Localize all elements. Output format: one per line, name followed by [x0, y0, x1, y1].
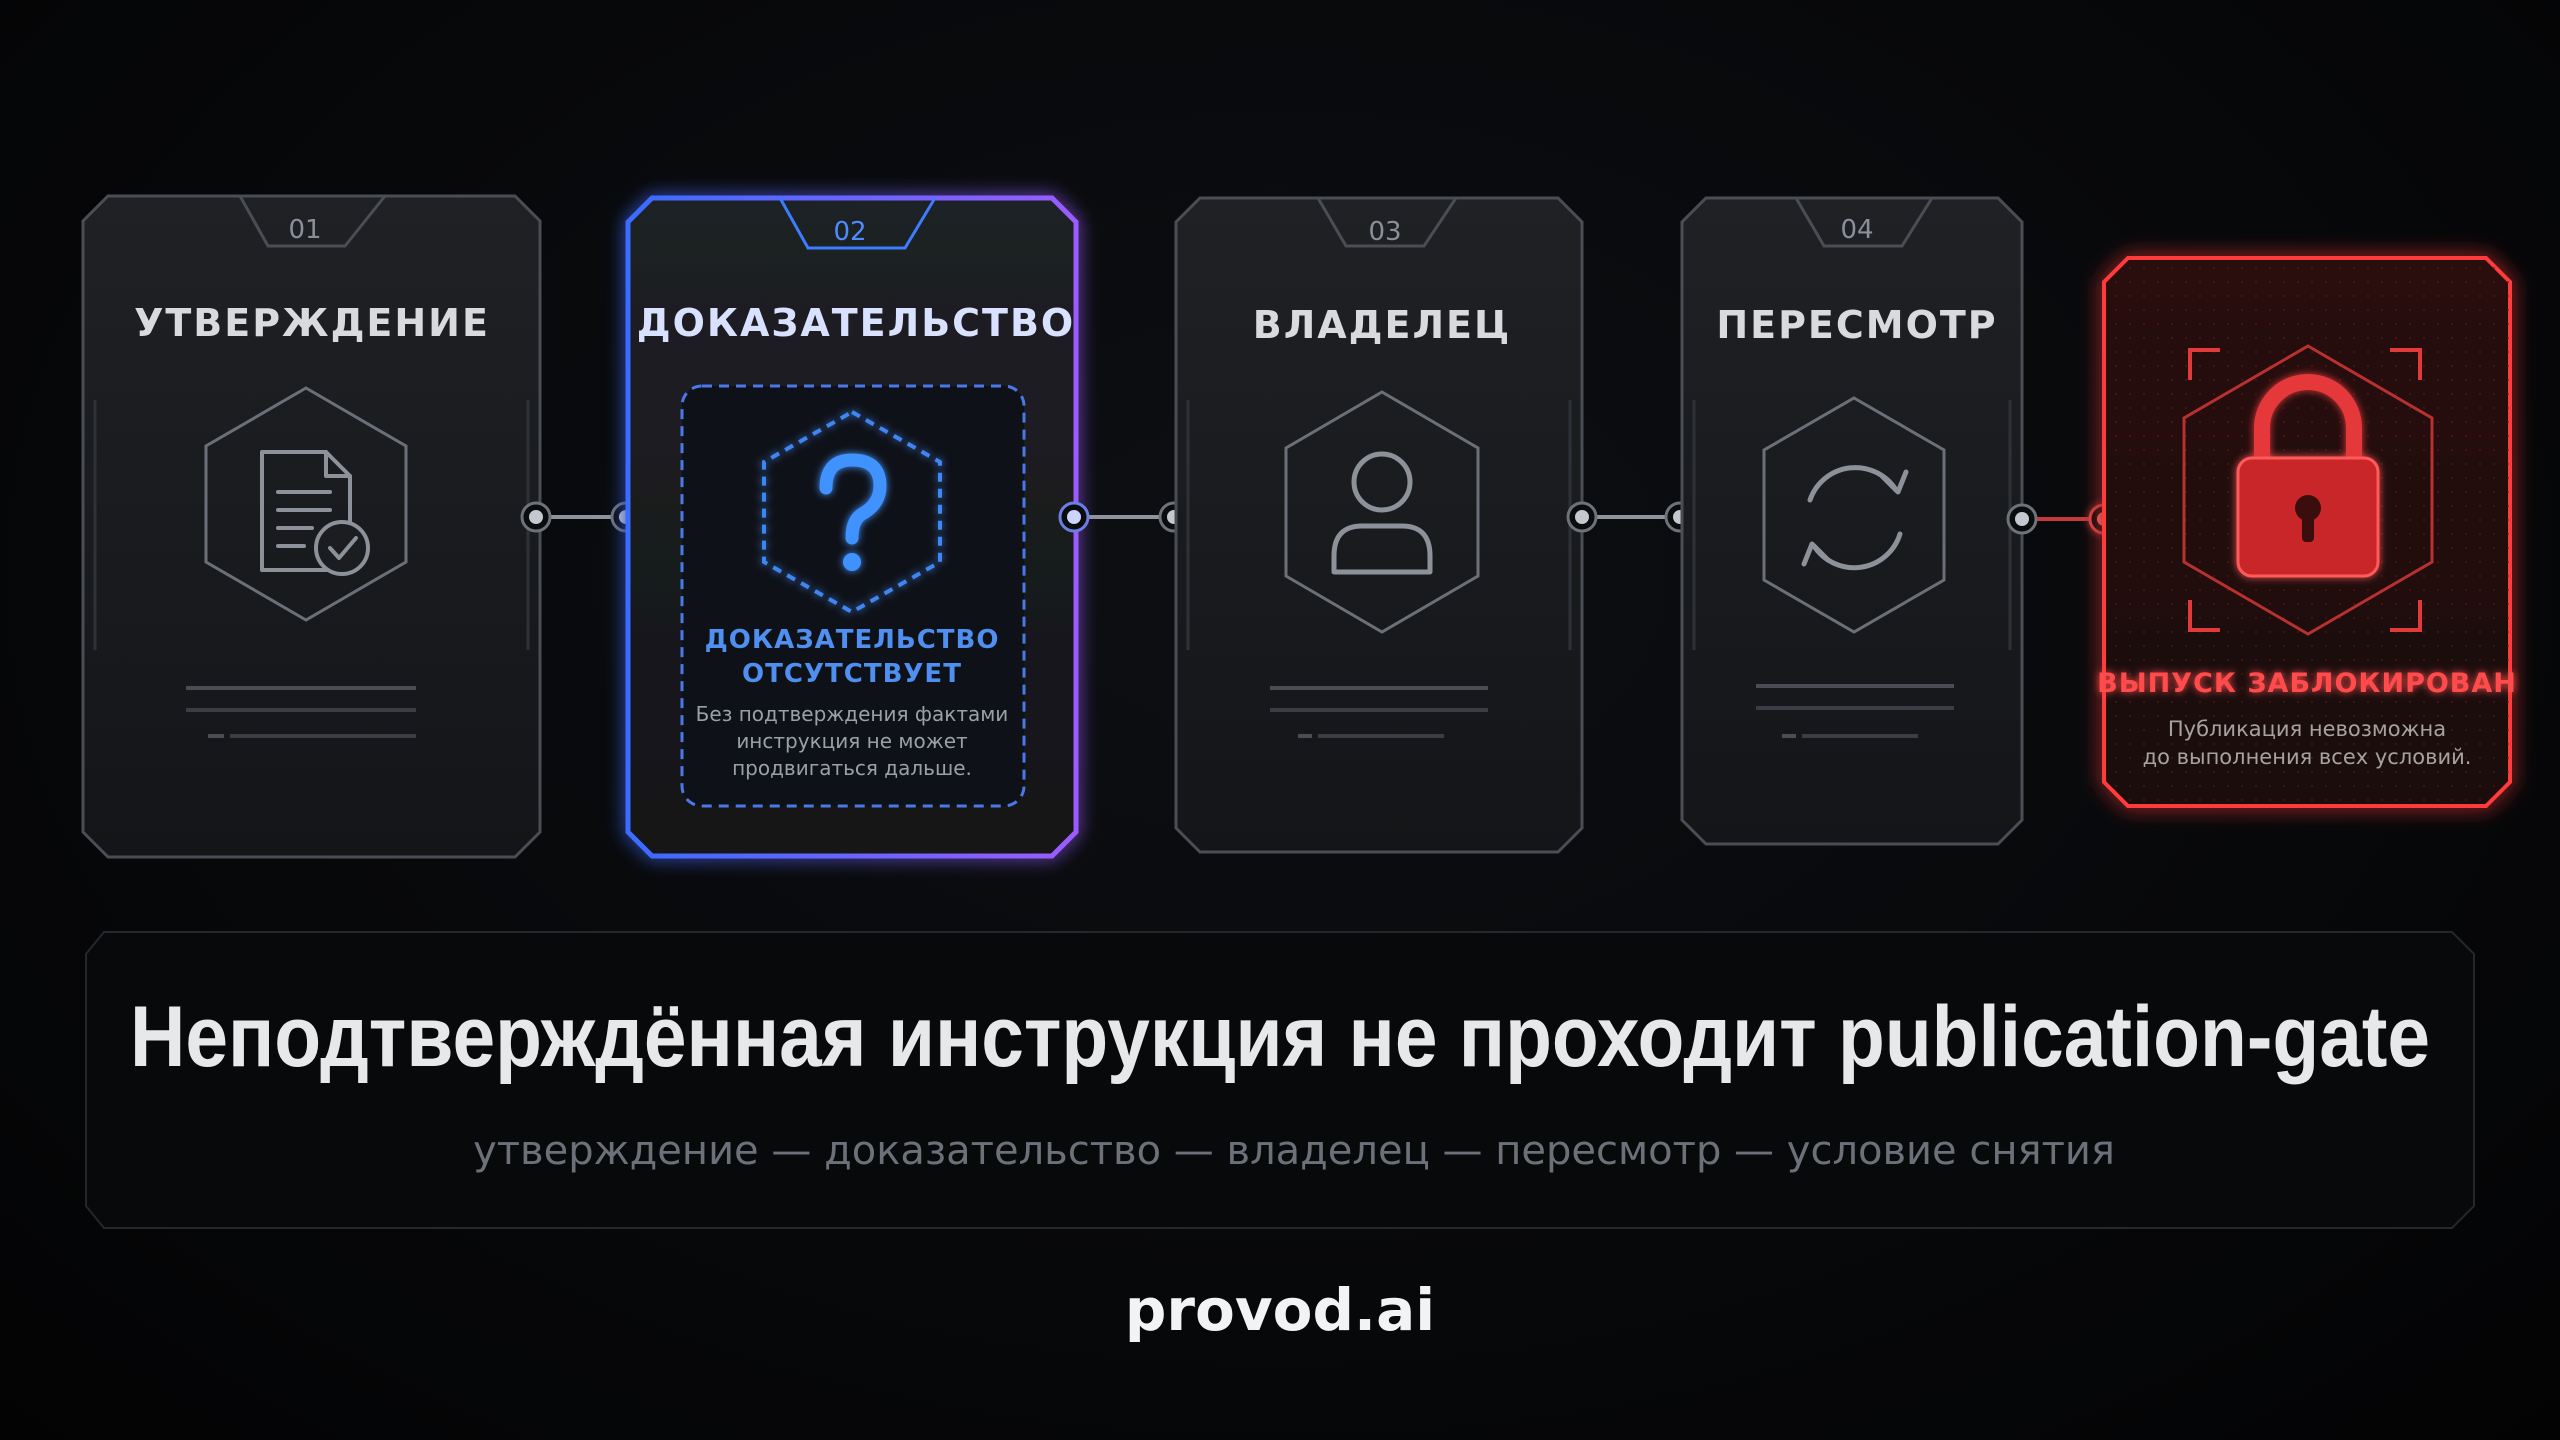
gate-status: ВЫПУСК ЗАБЛОКИРОВАН [2097, 668, 2517, 699]
question-mark-icon [819, 453, 887, 571]
text-placeholder-lines [1270, 686, 1488, 738]
connector-to-gate [2006, 503, 2120, 535]
document-check-icon [260, 450, 370, 576]
user-icon [1331, 451, 1433, 575]
gate-note-line: Публикация невозможна [2168, 717, 2446, 741]
brand-logo: provod.ai [1125, 1276, 1435, 1344]
step-number: 04 [1840, 215, 1873, 245]
headline: Неподтверждённая инструкция не проходит … [130, 989, 2430, 1085]
gate-note-line: до выполнения всех условий. [2143, 745, 2472, 769]
hexagon-frame [1284, 390, 1480, 634]
lock-icon [2236, 374, 2380, 578]
step-card-evidence: 02 ДОКАЗАТЕЛЬСТВО ДОКАЗАТЕЛЬСТВО ОТСУТСТ… [625, 195, 1079, 859]
subline: утверждение — доказательство — владелец … [473, 1128, 2115, 1174]
release-gate-card: ВЫПУСК ЗАБЛОКИРОВАН Публикация невозможн… [2097, 256, 2517, 808]
hexagon-frame [2182, 344, 2434, 636]
step-title: ВЛАДЕЛЕЦ [1253, 303, 1512, 347]
step-number: 01 [288, 215, 321, 245]
hexagon-frame [762, 409, 942, 615]
note-line: инструкция не может [736, 729, 968, 753]
status-line: ДОКАЗАТЕЛЬСТВО [705, 625, 1000, 655]
focus-brackets [2188, 348, 2422, 632]
connector [1058, 501, 1190, 533]
hexagon-frame [1762, 396, 1946, 634]
step-card-claim: 01 УТВЕРЖДЕНИЕ [81, 194, 542, 859]
refresh-icon [1801, 465, 1909, 571]
step-title: ПЕРЕСМОТР [1716, 303, 1997, 347]
step-card-owner: 03 ВЛАДЕЛЕЦ [1174, 196, 1584, 854]
step-number: 03 [1368, 217, 1401, 247]
hexagon-frame [204, 386, 408, 622]
connector [520, 501, 642, 533]
step-card-review: 04 ПЕРЕСМОТР [1680, 196, 2024, 846]
note-line: продвигаться дальше. [732, 756, 972, 780]
text-placeholder-lines [1756, 684, 1954, 738]
text-placeholder-lines [186, 686, 416, 738]
note-line: Без подтверждения фактами [696, 702, 1009, 726]
step-title: ДОКАЗАТЕЛЬСТВО [637, 301, 1076, 345]
status-line: ОТСУТСТВУЕТ [742, 659, 962, 689]
caption-panel: Неподтверждённая инструкция не проходит … [85, 931, 2475, 1229]
step-number: 02 [833, 217, 866, 247]
step-title: УТВЕРЖДЕНИЕ [134, 301, 490, 345]
connector [1566, 501, 1696, 533]
